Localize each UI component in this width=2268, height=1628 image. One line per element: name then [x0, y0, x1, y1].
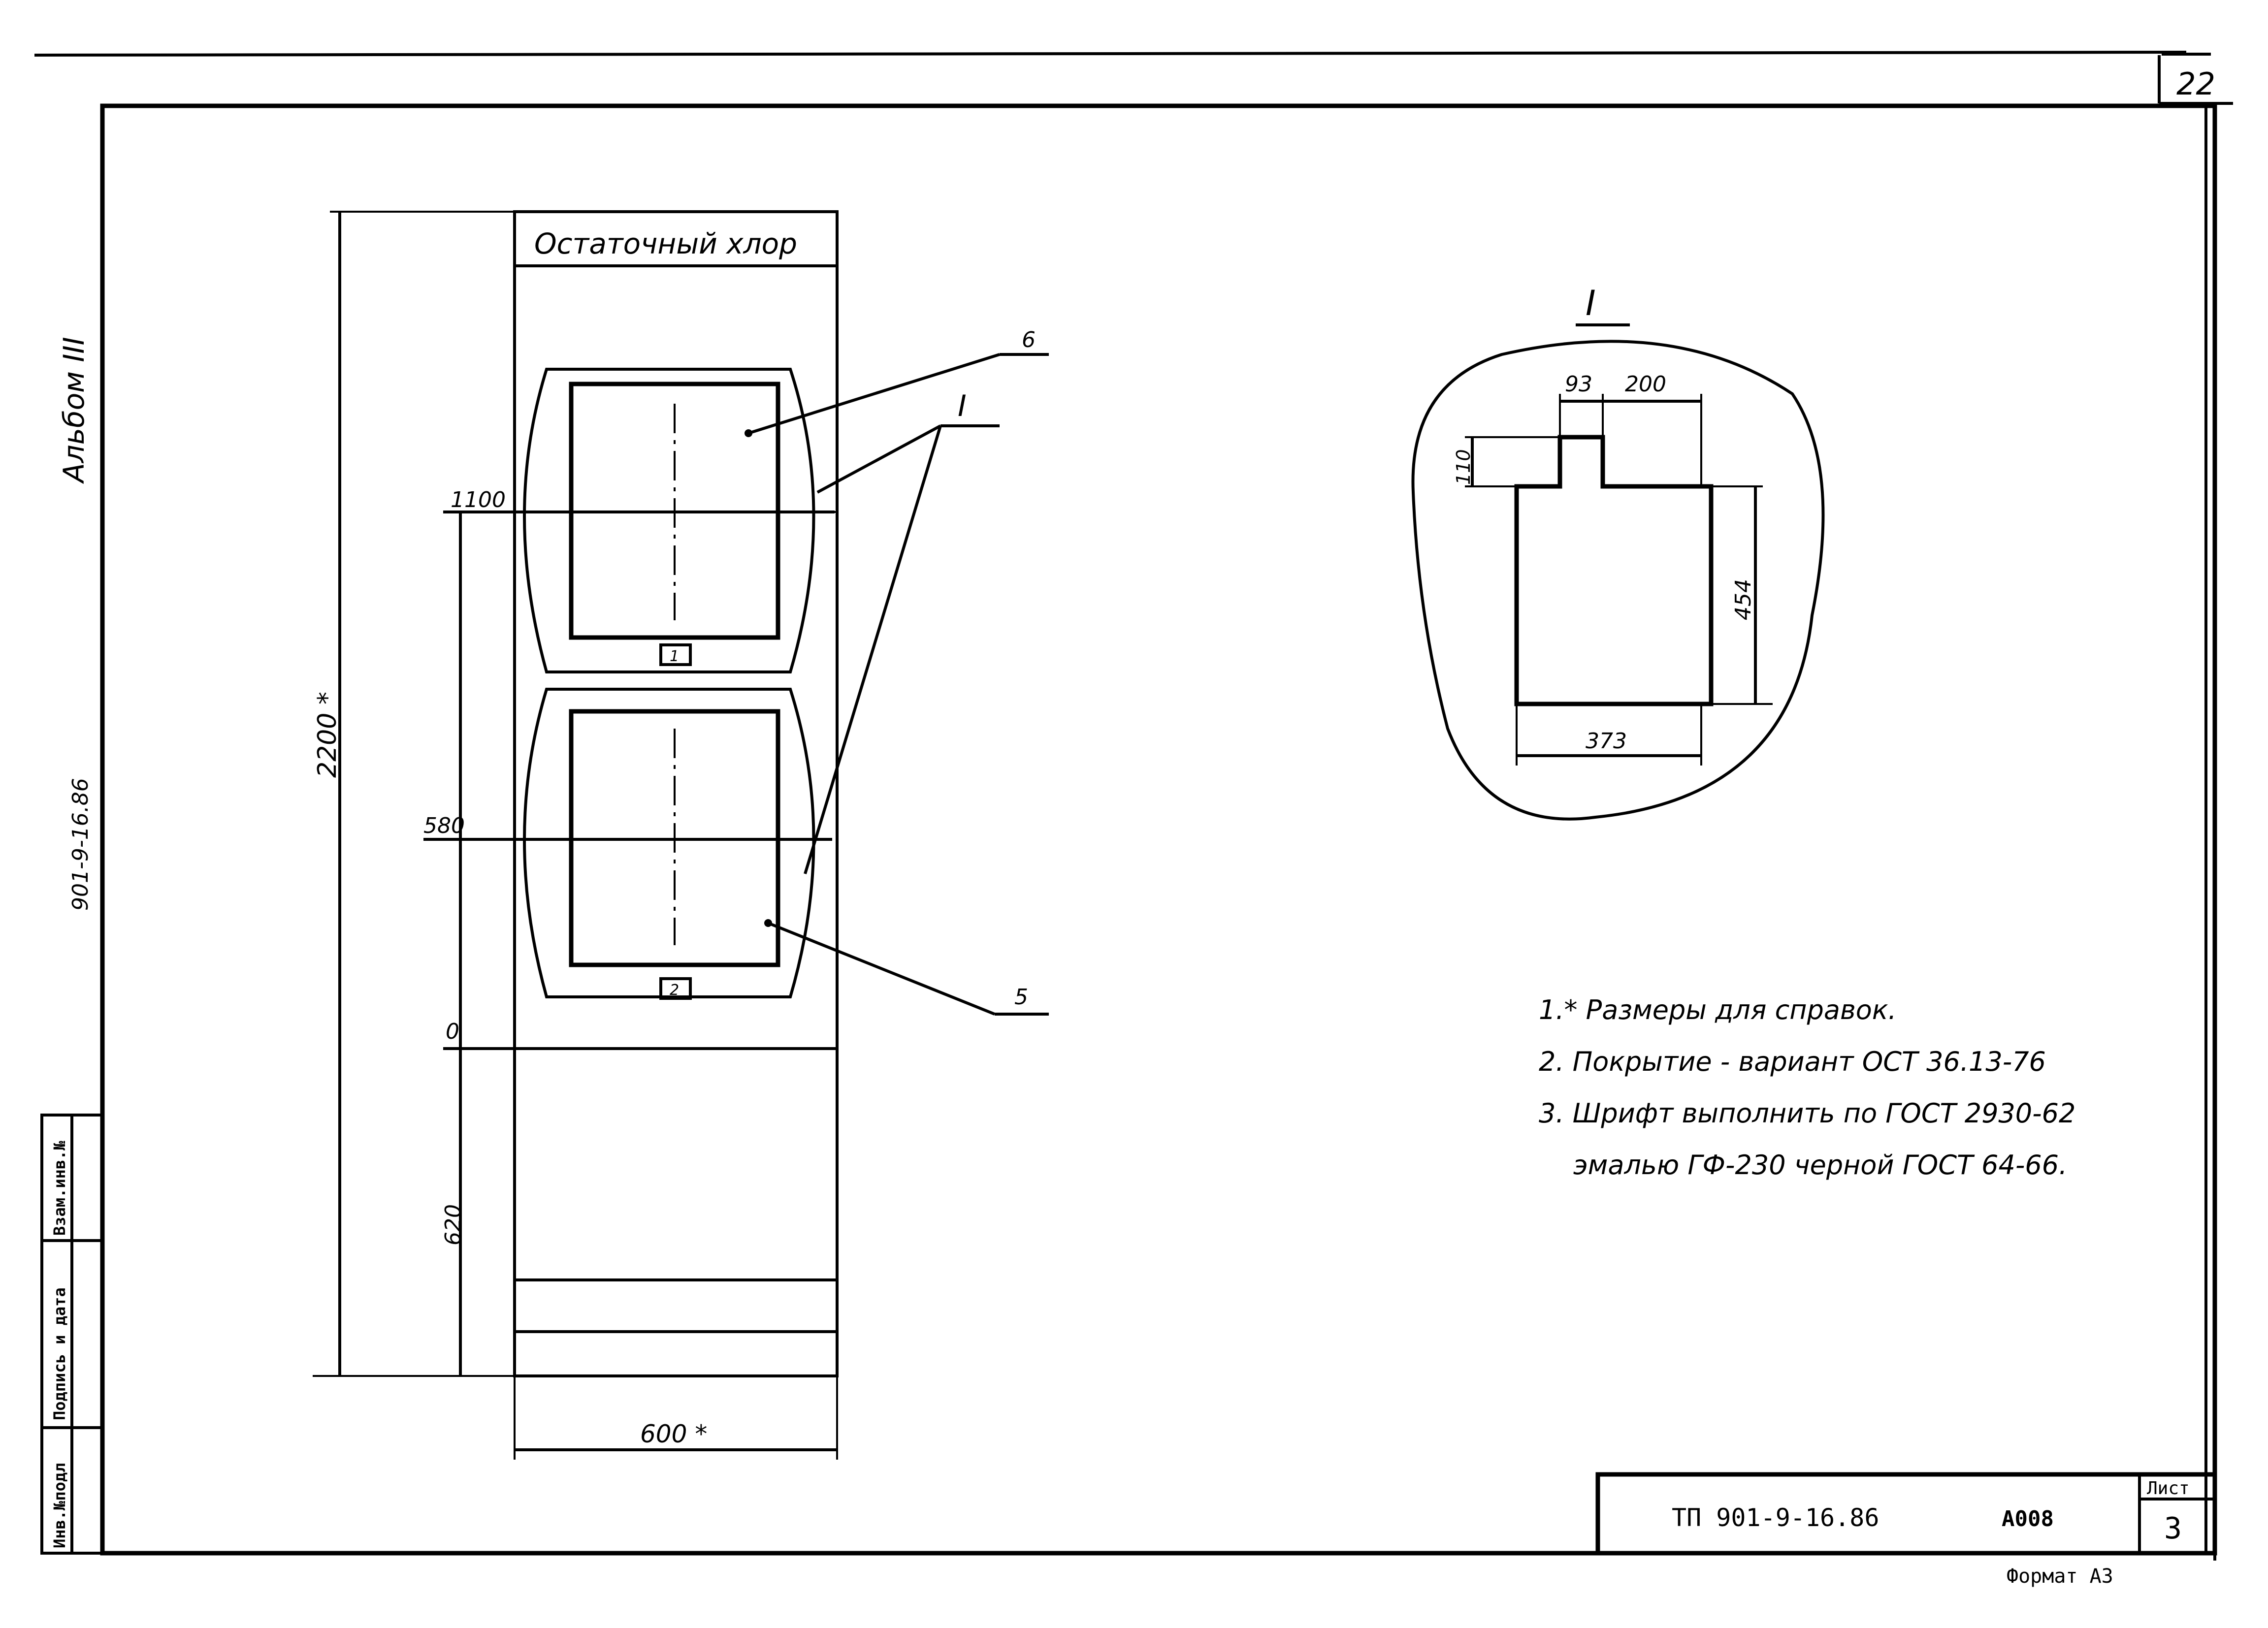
dim-height-total: 2200 *	[313, 692, 342, 778]
note-3: 3. Шрифт выполнить по ГОСТ 2930-62	[1539, 1098, 2075, 1129]
leader-6-label: 6	[1022, 327, 1036, 352]
title-block: ТП 901-9-16.86 А008 Лист 3 Формат А3	[1595, 1472, 2217, 1588]
window-1: 1	[523, 368, 815, 673]
dim-level-1100: 1100	[451, 487, 506, 512]
stamp-inv-podl: Инв.№подл	[50, 1463, 69, 1548]
dim-93: 93	[1565, 372, 1592, 397]
window-2: 2	[523, 688, 815, 1000]
detail-shape	[1514, 435, 1714, 706]
page-number-box: 22	[2158, 55, 2233, 105]
dim-level-580: 580	[423, 813, 465, 838]
dim-level-620: 620	[441, 1204, 466, 1245]
detail-title: I	[1586, 283, 1596, 323]
window-2-label: 2	[670, 982, 679, 999]
note-1: 1.* Размеры для справок.	[1539, 994, 1897, 1025]
stamp-vzam-inv: Взам.инв.№	[50, 1141, 69, 1236]
title-block-album: А008	[2002, 1506, 2054, 1532]
window-1-label-box	[659, 643, 692, 666]
note-2: 2. Покрытие - вариант ОСТ 36.13-76	[1539, 1046, 2046, 1077]
notes: 1.* Размеры для справок. 2. Покрытие - в…	[1539, 994, 2075, 1181]
drawing-frame	[100, 103, 2217, 1556]
leader-5: 5	[764, 919, 1049, 1016]
title-block-code: ТП 901-9-16.86	[1672, 1503, 1879, 1532]
detail-callout: I	[804, 389, 1000, 874]
width-dimension: 600 *	[514, 1376, 838, 1460]
title-block-sheet-number: 3	[2164, 1511, 2182, 1546]
page-number: 22	[2176, 66, 2215, 102]
dim-373: 373	[1586, 729, 1627, 754]
panel-front-view: Остаточный хлор 1 2	[513, 210, 839, 1377]
project-code-side: 901-9-16.86	[68, 778, 93, 911]
level-dimensions: 1100 580 0 620	[423, 487, 837, 1376]
window-1-label: 1	[670, 648, 679, 665]
height-dimension: 2200 *	[313, 211, 515, 1377]
side-stamp: Инв.№подл Подпись и дата Взам.инв.№	[40, 1114, 104, 1555]
dim-110: 110	[1453, 449, 1474, 485]
title-block-sheet-label: Лист	[2147, 1478, 2190, 1499]
album-label: Альбом III	[57, 337, 91, 484]
leader-6: 6	[745, 327, 1049, 437]
leader-5-label: 5	[1014, 985, 1028, 1010]
dim-level-0: 0	[446, 1019, 459, 1044]
detail-callout-label: I	[958, 389, 967, 423]
detail-view: I 93 200 110 454 373	[1411, 283, 1825, 821]
window-2-label-box	[659, 977, 692, 1000]
stamp-signature-date: Подпись и дата	[50, 1287, 69, 1420]
sheet-format: Формат А3	[2007, 1565, 2113, 1588]
panel-outline	[513, 210, 839, 1377]
note-3-continued: эмалью ГФ-230 черной ГОСТ 64-66.	[1573, 1149, 2067, 1181]
panel-title: Остаточный хлор	[534, 227, 797, 260]
dim-200: 200	[1625, 372, 1666, 397]
dim-width: 600 *	[640, 1420, 707, 1448]
detail-outline	[1411, 340, 1825, 821]
top-edge-line	[34, 51, 2187, 57]
dim-454: 454	[1731, 579, 1756, 620]
